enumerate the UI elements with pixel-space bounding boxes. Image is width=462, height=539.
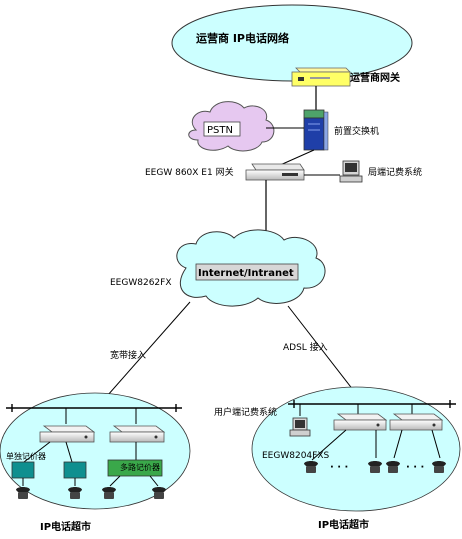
pstn-label: PSTN — [207, 125, 233, 136]
carrier-gateway-label: 运营商网关 — [350, 71, 400, 84]
left-phone-1-icon — [16, 487, 30, 499]
right-dots-1: · · · — [330, 462, 348, 473]
local-billing-pc-icon — [339, 160, 363, 183]
right-phone-4-icon — [432, 461, 446, 473]
right-gateway-1-icon — [333, 413, 388, 431]
left-supermarket-cloud — [0, 392, 191, 510]
broadband-access-label: 宽带接入 — [110, 349, 146, 361]
left-phone-3-icon — [102, 487, 116, 499]
carrier-network-label: 运营商 IP电话网络 — [196, 31, 289, 45]
right-dots-2: · · · — [406, 462, 424, 473]
multi-billing-label: 多路记价器 — [120, 462, 160, 472]
front-switch-label: 前置交换机 — [334, 125, 379, 137]
left-gateway-1-icon — [39, 425, 96, 443]
link-internet-left — [99, 301, 191, 405]
left-phone-4-icon — [152, 487, 166, 499]
carrier-gateway-icon — [291, 67, 351, 87]
right-phone-3-icon — [386, 461, 400, 473]
eegw8262-label: EEGW8262FX — [110, 278, 172, 288]
single-billing-label: 单独记价器 — [6, 451, 46, 461]
right-supermarket-cloud — [251, 386, 461, 512]
left-supermarket-label: IP电话超市 — [40, 520, 91, 533]
right-supermarket-label: IP电话超市 — [318, 518, 369, 531]
left-gateway-2-icon — [109, 425, 166, 443]
e1-gateway-label: EEGW 860X E1 网关 — [145, 166, 234, 178]
pstn-label-box — [203, 121, 241, 137]
single-billing-box-1 — [11, 461, 35, 479]
front-switch-icon — [303, 109, 329, 151]
multi-billing-box — [107, 459, 163, 477]
e1-gateway-icon — [245, 163, 305, 181]
right-phone-1-icon — [304, 461, 318, 473]
single-billing-box-2 — [63, 461, 87, 479]
user-billing-label: 用户端记费系统 — [214, 406, 277, 418]
right-gateway-2-icon — [389, 413, 444, 431]
user-billing-pc-icon — [289, 417, 311, 437]
internet-label-box — [195, 263, 299, 281]
local-billing-label: 局端记费系统 — [368, 166, 422, 178]
link-switch-e1 — [277, 149, 315, 167]
adsl-access-label: ADSL 接入 — [283, 341, 328, 353]
right-phone-2-icon — [368, 461, 382, 473]
eegw8204-label: EEGW8204FXS — [262, 451, 329, 461]
internet-label: Internet/Intranet — [198, 268, 294, 279]
left-phone-2-icon — [68, 487, 82, 499]
